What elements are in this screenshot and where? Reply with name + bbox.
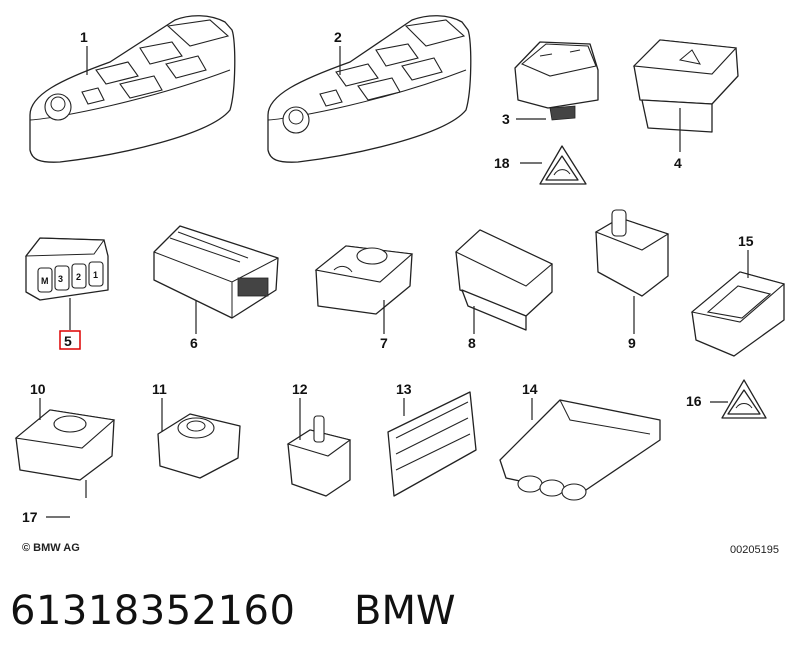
callout-8: 8 (468, 335, 476, 351)
part-7-seat-switch-knob: 7 (314, 245, 414, 351)
part-14-switch-carrier: 14 (499, 381, 661, 501)
memory-label-2: 2 (76, 272, 81, 282)
part-4-hazard-switch: 4 (632, 39, 739, 171)
part-15-rocker-switch: 15 (690, 233, 786, 357)
callout-18: 18 (494, 155, 510, 171)
callout-17: 17 (22, 509, 38, 525)
callout-10: 10 (30, 381, 46, 397)
callout-13: 13 (396, 381, 412, 397)
part-5-memory-switch: M 3 2 1 5 (24, 237, 109, 350)
callout-6: 6 (190, 335, 198, 351)
part-number: 61318352160 (10, 588, 296, 634)
callout-15: 15 (738, 233, 754, 249)
callout-5-highlight (59, 330, 81, 350)
memory-label-1: 1 (93, 270, 98, 280)
brand-name: BMW (354, 588, 456, 634)
part-13-grille: 13 (387, 381, 477, 497)
callout-7: 7 (380, 335, 388, 351)
part-11-joystick-switch: 11 (152, 381, 241, 479)
callout-12: 12 (292, 381, 308, 397)
memory-label-m: M (41, 276, 49, 286)
memory-label-3: 3 (58, 274, 63, 284)
callout-1: 1 (80, 29, 88, 45)
part-2-window-switch-cluster: 2 (267, 15, 472, 163)
callout-4: 4 (674, 155, 682, 171)
part-9-push-button: 9 (594, 209, 670, 351)
part-16-warning-decal: 16 (686, 379, 767, 419)
callout-3: 3 (502, 111, 510, 127)
part-3-single-window-switch: 3 (502, 41, 599, 127)
part-8-switch: 8 (455, 229, 554, 351)
callout-11: 11 (152, 381, 167, 397)
part-6-seat-heating-switch: 6 (153, 225, 279, 351)
exploded-parts-diagram: 1 2 3 (14, 15, 786, 525)
callout-5: 5 (64, 333, 72, 349)
diagram-id: 00205195 (730, 544, 779, 556)
callout-9: 9 (628, 335, 636, 351)
part-1-window-switch-cluster: 1 (29, 15, 236, 163)
callout-16: 16 (686, 393, 702, 409)
callout-14: 14 (522, 381, 538, 397)
part-18-warning-decal: 18 (494, 145, 587, 185)
callout-2: 2 (334, 29, 342, 45)
part-12-plunger-switch: 12 (286, 381, 352, 497)
copyright-text: © BMW AG (22, 542, 80, 554)
part-10-seat-switch: 10 17 (14, 381, 116, 525)
